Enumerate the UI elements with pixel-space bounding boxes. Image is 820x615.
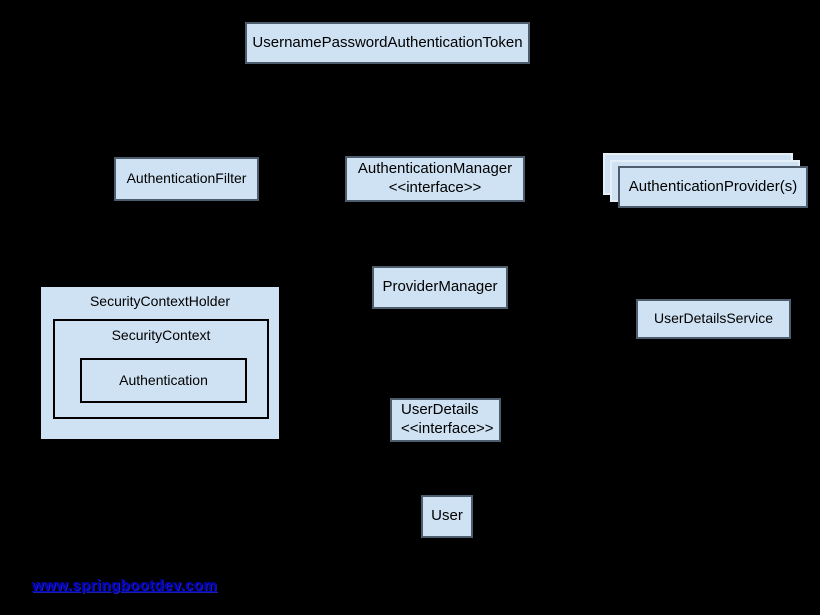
node-label: UserDetails bbox=[401, 401, 479, 419]
node-security-context-holder: SecurityContextHolder SecurityContext Au… bbox=[39, 285, 281, 441]
node-provider-manager: ProviderManager bbox=[372, 266, 508, 309]
node-label: UsernamePasswordAuthenticationToken bbox=[252, 33, 523, 51]
node-label: SecurityContextHolder bbox=[89, 293, 231, 309]
node-label: AuthenticationManager bbox=[357, 160, 513, 178]
node-label: ProviderManager bbox=[382, 278, 498, 296]
node-label: Authentication bbox=[119, 371, 208, 388]
node-label: SecurityContext bbox=[111, 327, 211, 343]
stereotype-label: <<interface>> bbox=[388, 179, 482, 196]
node-user: User bbox=[421, 495, 473, 538]
node-authentication: Authentication bbox=[80, 358, 247, 403]
node-authentication-manager: AuthenticationManager <<interface>> bbox=[345, 156, 525, 202]
footer-link[interactable]: www.springbootdev.com bbox=[32, 577, 218, 594]
node-label: UserDetailsService bbox=[653, 310, 774, 327]
node-authentication-filter: AuthenticationFilter bbox=[114, 157, 259, 201]
node-user-details-service: UserDetailsService bbox=[636, 299, 791, 339]
node-security-context: SecurityContext Authentication bbox=[53, 319, 269, 419]
node-authentication-providers: AuthenticationProvider(s) bbox=[618, 166, 808, 208]
node-user-details: UserDetails <<interface>> bbox=[390, 398, 501, 442]
node-label: AuthenticationProvider(s) bbox=[628, 177, 798, 195]
node-username-password-authentication-token: UsernamePasswordAuthenticationToken bbox=[245, 22, 530, 64]
stereotype-label: <<interface>> bbox=[401, 420, 494, 437]
node-label: AuthenticationFilter bbox=[126, 170, 247, 187]
node-label: User bbox=[431, 507, 463, 525]
